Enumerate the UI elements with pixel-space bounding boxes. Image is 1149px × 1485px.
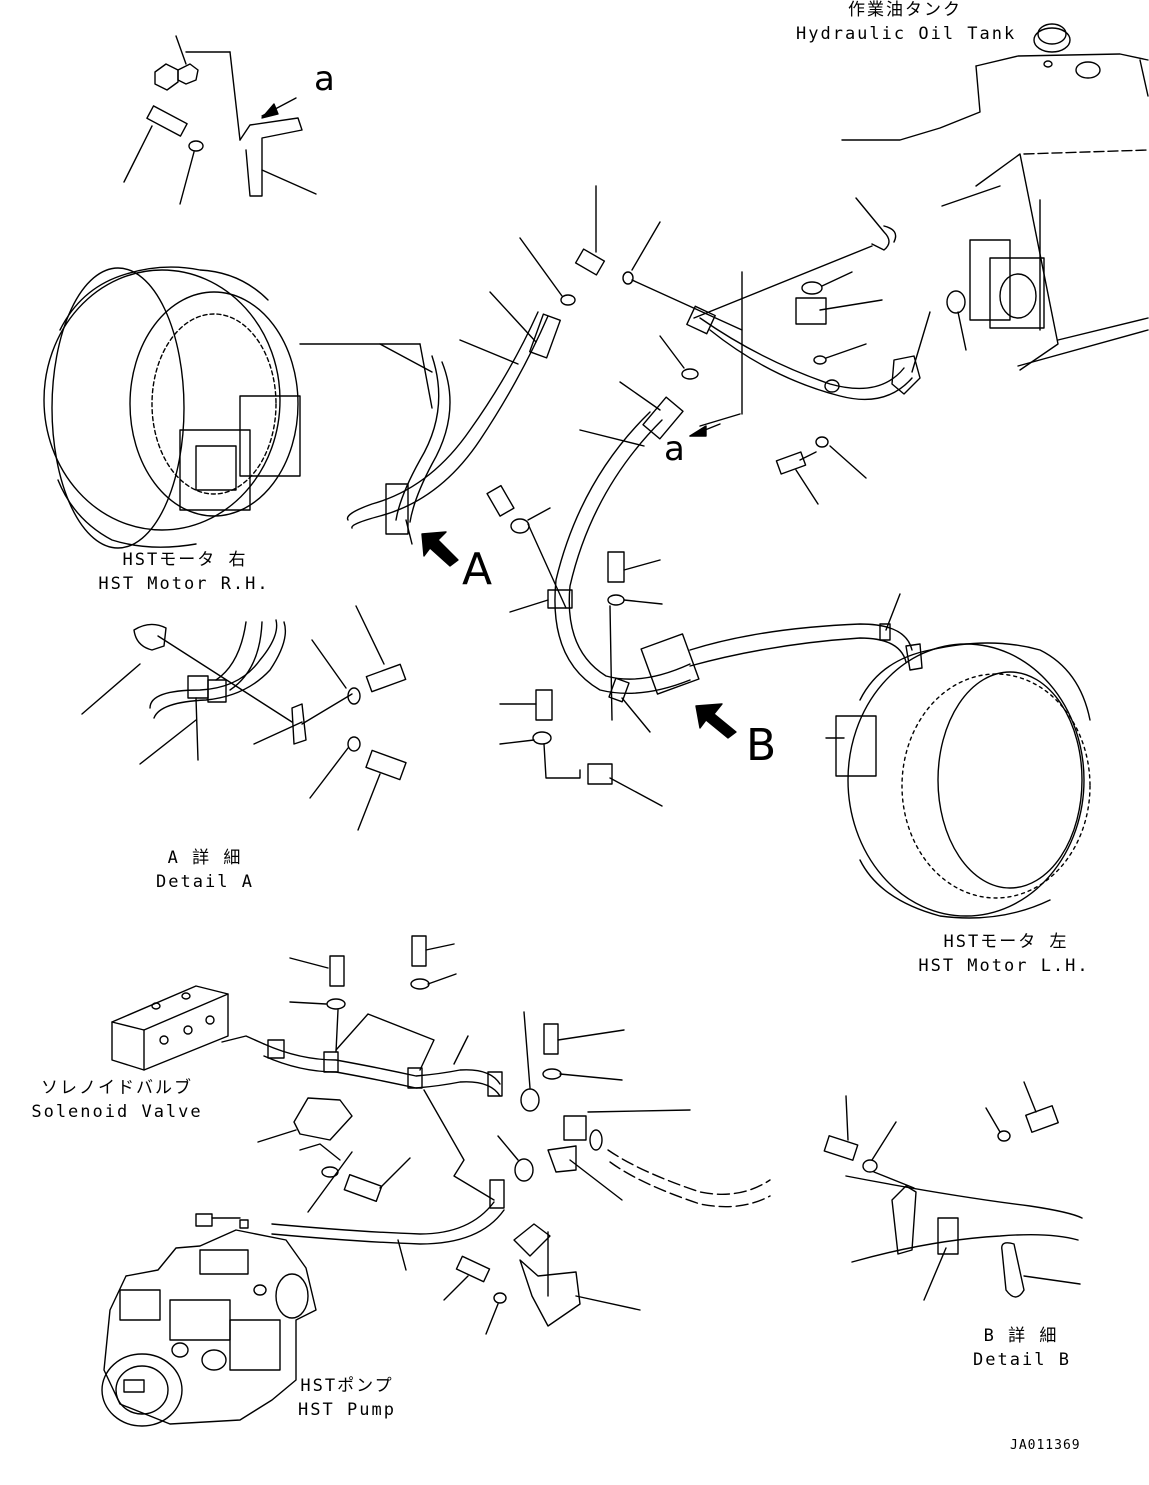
callout-a-top: a <box>314 59 335 99</box>
detail-a-label-en: Detail A <box>156 872 254 892</box>
detail-b-drawing <box>823 1081 1083 1301</box>
drawing-code: JA011369 <box>1010 1438 1081 1453</box>
detail-b-label-en: Detail B <box>973 1350 1071 1370</box>
hst-motor-rh-label-jp: HSTモータ 右 <box>122 550 248 570</box>
hst-pump-drawing <box>101 1213 317 1427</box>
hst-motor-lh-drawing <box>825 642 1091 919</box>
hst-pump-label-jp: HSTポンプ <box>300 1376 394 1396</box>
detail-b-label-jp: B 詳 細 <box>983 1326 1059 1346</box>
hst-pump-label-en: HST Pump <box>298 1400 396 1420</box>
solenoid-valve-label-jp: ソレノイドバルブ <box>41 1078 193 1098</box>
hst-motor-lh-label-jp: HSTモータ 左 <box>943 932 1069 952</box>
view-b-label: B <box>746 720 777 771</box>
view-a-label: A <box>462 544 493 595</box>
hydraulic-oil-tank-label-en: Hydraulic Oil Tank <box>796 24 1017 44</box>
detail-a-label-jp: A 詳 細 <box>167 848 243 868</box>
solenoid-valve-label-en: Solenoid Valve <box>31 1102 203 1122</box>
center-hose-assembly <box>346 185 967 807</box>
hst-motor-rh-label-en: HST Motor R.H. <box>98 574 270 594</box>
callout-a-mid: a <box>664 429 685 469</box>
hydraulic-oil-tank-drawing <box>841 23 1149 371</box>
bracket-a-group <box>123 35 317 205</box>
detail-a-drawing <box>81 605 407 831</box>
hst-motor-lh-label-en: HST Motor L.H. <box>918 956 1090 976</box>
hydraulic-oil-tank-label-jp: 作業油タンク <box>848 0 962 20</box>
solenoid-hose-assembly <box>111 935 771 1335</box>
hst-motor-rh-drawing <box>43 266 433 549</box>
